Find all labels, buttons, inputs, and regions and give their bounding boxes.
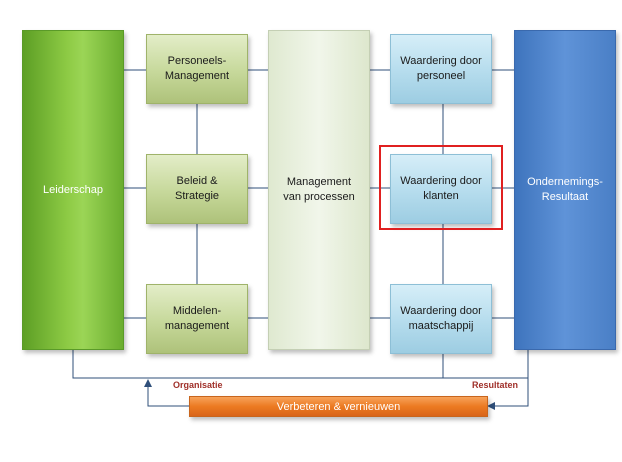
organisatie-label: Organisatie [173,380,223,390]
beleid-strategie-box: Beleid & Strategie [146,154,248,224]
waardering-klanten-box: Waardering door klanten [390,154,492,224]
leiderschap-box: Leiderschap [22,30,124,350]
personeelsmanagement-box: Personeels- Management [146,34,248,104]
ondernemingsresultaat-box: Ondernemings- Resultaat [514,30,616,350]
waardering-maatschappij-box: Waardering door maatschappij [390,284,492,354]
management-processen-box: Management van processen [268,30,370,350]
verbeteren-vernieuwen-bar: Verbeteren & vernieuwen [189,396,488,417]
middelenmanagement-box: Middelen- management [146,284,248,354]
highlight-frame [379,145,503,230]
waardering-personeel-box: Waardering door personeel [390,34,492,104]
resultaten-label: Resultaten [472,380,519,390]
